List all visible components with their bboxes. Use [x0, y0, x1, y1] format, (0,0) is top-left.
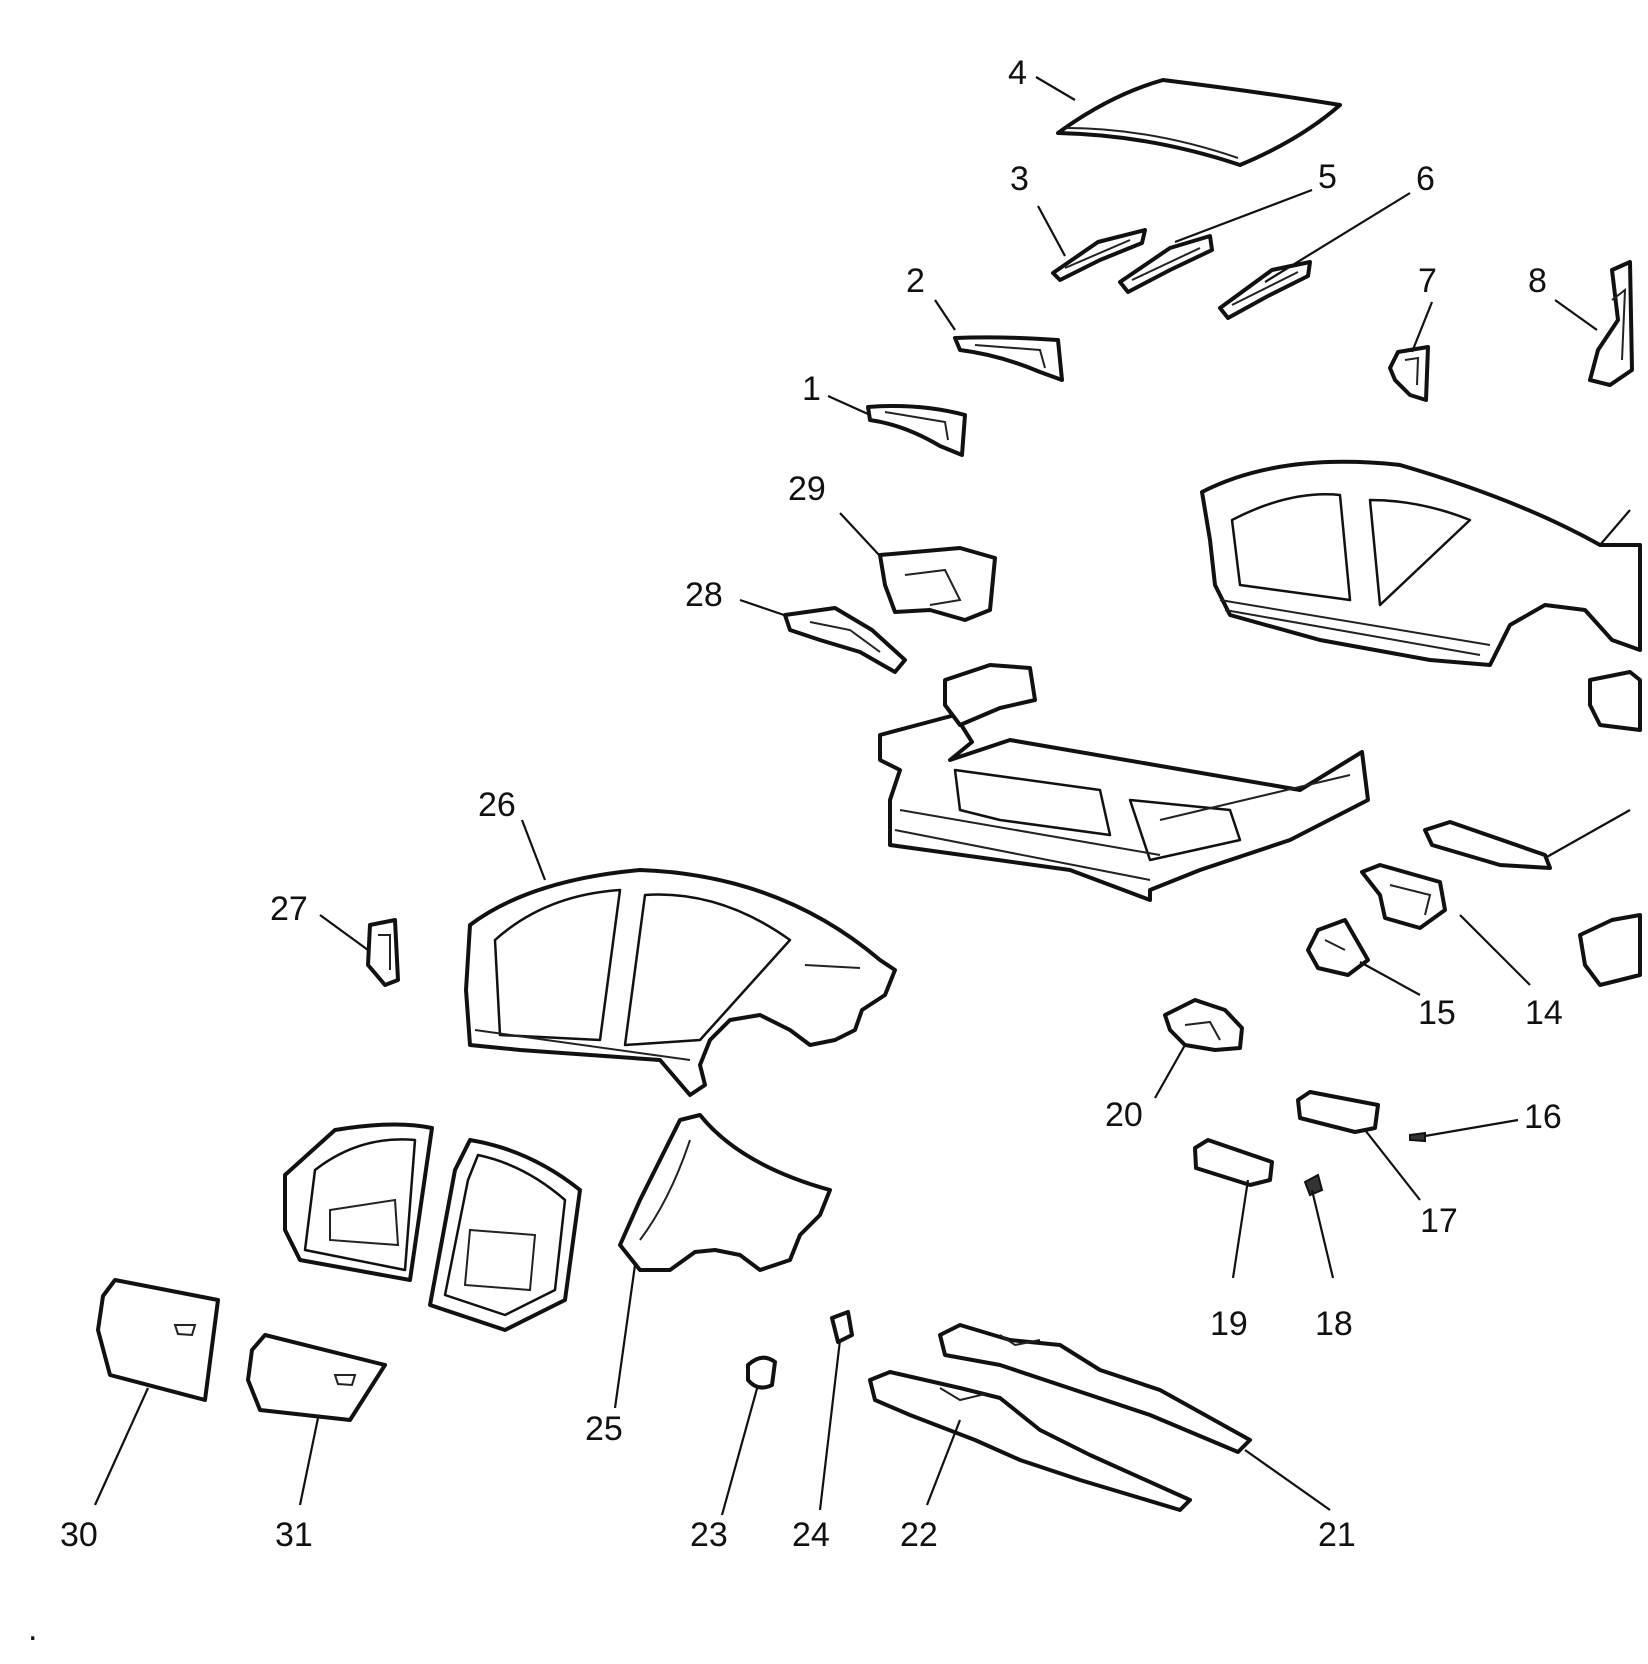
callout-25: 25 [585, 1410, 623, 1448]
part-7-bracket [1388, 345, 1430, 402]
callout-7: 7 [1418, 262, 1437, 300]
part-3-roof-bow [1051, 228, 1147, 282]
rear-door-frame [428, 1138, 582, 1332]
callout-8: 8 [1528, 262, 1547, 300]
leader-lines [93, 76, 1631, 1516]
part-17-rail [1296, 1090, 1380, 1134]
callout-numbers: 4 3 5 6 2 7 8 1 29 28 26 27 15 14 20 16 … [28, 54, 1563, 1648]
part-24-plug [830, 1310, 854, 1344]
callout-30: 30 [60, 1516, 98, 1554]
callout-17: 17 [1420, 1202, 1458, 1240]
body-side-outer-panel [1200, 459, 1642, 667]
rear-rail-upper-right [1423, 820, 1552, 870]
callout-14: 14 [1525, 994, 1563, 1032]
part-15-panel [1306, 918, 1370, 977]
callout-18: 18 [1315, 1305, 1353, 1343]
bracket-right-edge-lower [1578, 913, 1642, 987]
part-28-reinforcement [783, 606, 907, 674]
part-4-roof-panel [1056, 78, 1342, 167]
underbody-floor-assembly [878, 663, 1370, 902]
part-25-quarter-panel [618, 1113, 832, 1272]
part-5-roof-bow [1118, 234, 1214, 294]
part-21-frame-rail [938, 1323, 1252, 1454]
part-30-front-door-outer-panel [96, 1278, 220, 1402]
bracket-right-edge-upper [1588, 670, 1642, 732]
callout-21: 21 [1318, 1516, 1356, 1554]
callout-23: 23 [690, 1516, 728, 1554]
callout-3: 3 [1010, 160, 1029, 198]
part-18-clip [1303, 1173, 1324, 1197]
part-20-bracket [1163, 998, 1244, 1052]
callout-6: 6 [1416, 160, 1435, 198]
part-26-body-side-panel [464, 868, 897, 1097]
callout-24: 24 [792, 1516, 830, 1554]
part-1-header-panel [866, 404, 967, 457]
part-23-plug [746, 1355, 777, 1390]
part-6-roof-bow [1218, 260, 1312, 320]
callout-26: 26 [478, 786, 516, 824]
callout-16: 16 [1524, 1098, 1562, 1136]
callout-5: 5 [1318, 158, 1337, 196]
callout-31: 31 [275, 1516, 313, 1554]
part-19-rail [1193, 1138, 1274, 1187]
part-16-bolt [1409, 1131, 1426, 1143]
footnote-dot: . [28, 1610, 37, 1648]
part-2-header-panel [953, 335, 1064, 382]
callout-27: 27 [270, 890, 308, 928]
callout-15: 15 [1418, 994, 1456, 1032]
part-31-rear-door-outer-panel [246, 1333, 387, 1422]
front-door-frame [283, 1122, 434, 1282]
part-22-frame-rail [868, 1370, 1192, 1512]
callout-20: 20 [1105, 1096, 1143, 1134]
callout-22: 22 [900, 1516, 938, 1554]
part-27-bracket [366, 918, 400, 987]
callout-19: 19 [1210, 1305, 1248, 1343]
callout-1: 1 [802, 370, 821, 408]
callout-28: 28 [685, 576, 723, 614]
callout-2: 2 [906, 262, 925, 300]
part-8-pillar-reinforcement [1588, 260, 1634, 387]
part-29-bracket [878, 546, 997, 622]
callout-29: 29 [788, 470, 826, 508]
callout-4: 4 [1008, 54, 1027, 92]
part-14-panel [1360, 863, 1447, 930]
